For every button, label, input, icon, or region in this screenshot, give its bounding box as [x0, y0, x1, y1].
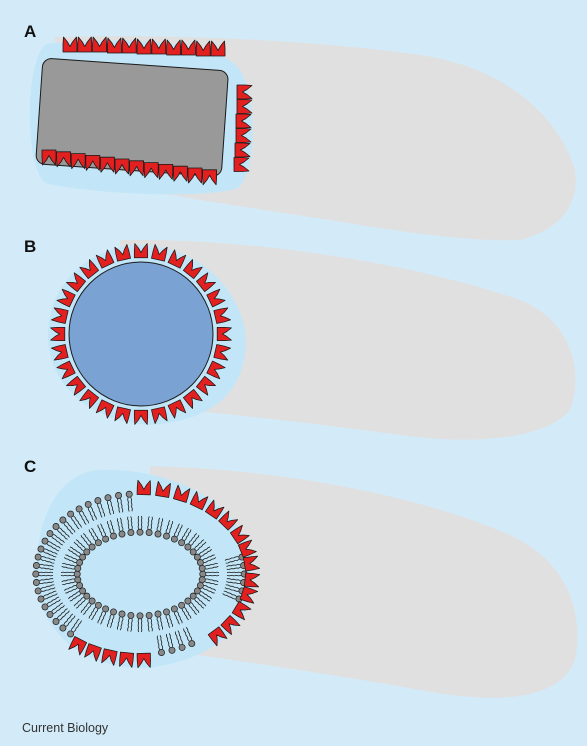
lipid-head [95, 602, 101, 608]
lipid-head [89, 598, 95, 604]
lipid-head [89, 544, 95, 550]
lipid-head [47, 611, 53, 617]
particle-circle [69, 262, 213, 406]
lipid-head [190, 593, 196, 599]
lipid-head [74, 571, 80, 577]
lipid-head [119, 611, 125, 617]
lipid-head [171, 606, 177, 612]
panel-a [30, 36, 576, 240]
lipid-head [85, 501, 91, 507]
lipid-head [38, 596, 44, 602]
lipid-head [68, 511, 74, 517]
lipid-head [110, 533, 116, 539]
footer-credit: Current Biology [22, 721, 108, 735]
lipid-head [146, 530, 152, 536]
panel-label-b: B [24, 237, 36, 257]
lipid-head [33, 579, 39, 585]
lipid-head [35, 588, 41, 594]
lipid-head [95, 540, 101, 546]
lipid-head [169, 647, 175, 653]
lipid-head [163, 533, 169, 539]
lipid-head [128, 612, 134, 618]
panel-b [48, 240, 576, 440]
lipid-head [179, 602, 185, 608]
lipid-head [75, 577, 81, 583]
lipid-head [199, 565, 205, 571]
lipid-head [76, 506, 82, 512]
lipid-head [33, 562, 39, 568]
lipid-head [189, 641, 195, 647]
lipid-head [95, 498, 101, 504]
lipid-head [199, 577, 205, 583]
panel-c [33, 466, 578, 698]
lipid-head [126, 491, 132, 497]
lipid-head [158, 649, 164, 655]
lipid-head [163, 609, 169, 615]
lipid-head [155, 611, 161, 617]
lipid-head [137, 613, 143, 619]
lipid-head [84, 593, 90, 599]
lipid-head [60, 517, 66, 523]
lipid-head [115, 492, 121, 498]
lipid-head [35, 554, 41, 560]
lipid-head [200, 571, 206, 577]
lipid-head [137, 529, 143, 535]
lipid-head [84, 549, 90, 555]
lipid-head [146, 612, 152, 618]
lipid-head [75, 565, 81, 571]
lipid-head [197, 560, 203, 566]
lipid-head [53, 523, 59, 529]
lipid-head [38, 546, 44, 552]
lipid-head [119, 531, 125, 537]
lipid-head [103, 606, 109, 612]
lipid-head [179, 540, 185, 546]
lipid-head [155, 531, 161, 537]
lipid-head [128, 530, 134, 536]
lipid-head [185, 598, 191, 604]
panel-label-a: A [24, 22, 36, 42]
lipid-head [68, 631, 74, 637]
lipid-head [77, 582, 83, 588]
lipid-head [103, 536, 109, 542]
lipid-head [185, 544, 191, 550]
lipid-head [53, 618, 59, 624]
lipid-head [42, 538, 48, 544]
lipid-head [105, 495, 111, 501]
lipid-head [190, 549, 196, 555]
panel-label-c: C [24, 457, 36, 477]
lipid-head [171, 536, 177, 542]
lipid-head [33, 571, 39, 577]
lipid-head [42, 604, 48, 610]
lipid-head [194, 588, 200, 594]
lipid-head [179, 644, 185, 650]
lipid-head [47, 531, 53, 537]
lipid-head [80, 554, 86, 560]
lipid-head [110, 609, 116, 615]
lipid-head [60, 625, 66, 631]
